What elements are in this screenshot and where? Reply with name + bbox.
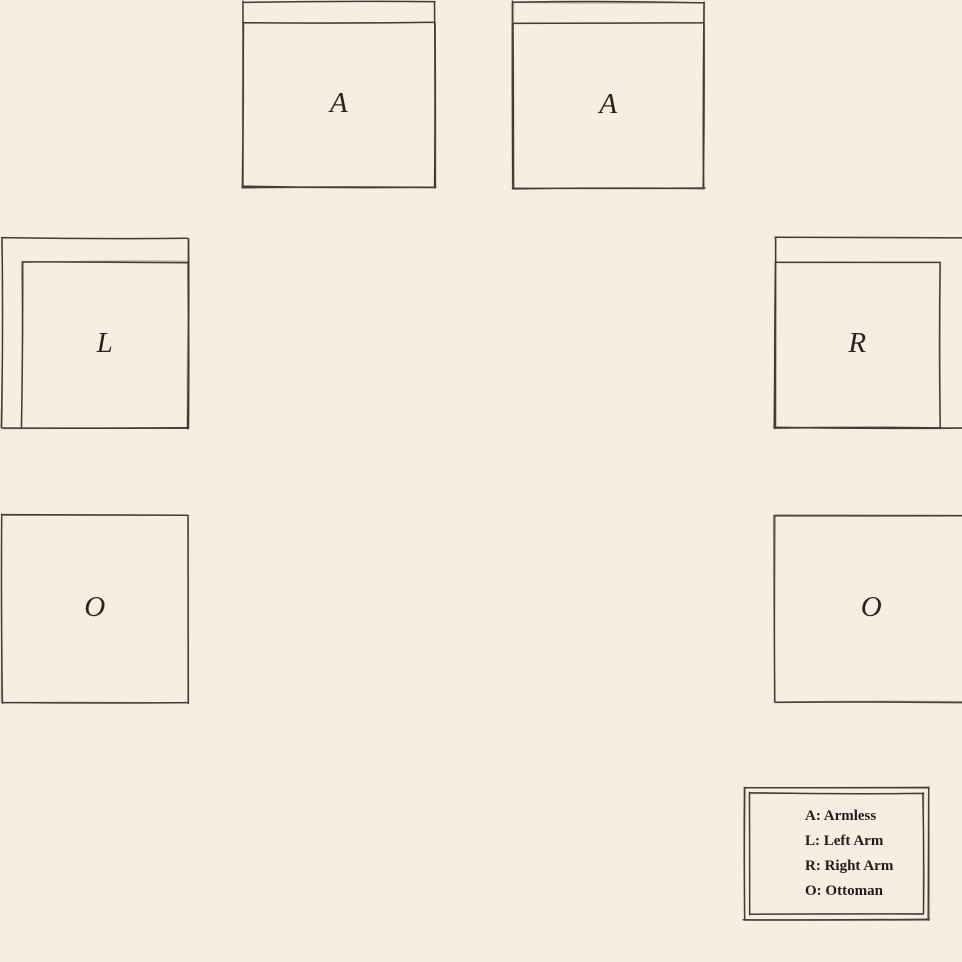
module-label-left-arm: L <box>96 327 114 360</box>
legend-entry-armless: A: Armless <box>805 808 877 824</box>
module-label-ottoman-2: O <box>860 590 883 623</box>
legend-entries: A: Armless L: Left Arm R: Right Arm O: O… <box>805 804 893 904</box>
module-label-armless-1: A <box>329 87 349 120</box>
legend-entry-ottoman: O: Ottoman <box>805 883 883 899</box>
legend-entry-right-arm: R: Right Arm <box>805 858 894 874</box>
module-label-right-arm: R <box>848 327 867 360</box>
module-label-armless-2: A <box>599 87 618 120</box>
legend-box: A: Armless L: Left Arm R: Right Arm O: O… <box>744 787 929 920</box>
legend-entry-left-arm: L: Left Arm <box>805 833 884 849</box>
module-label-ottoman-1: O <box>84 591 106 624</box>
